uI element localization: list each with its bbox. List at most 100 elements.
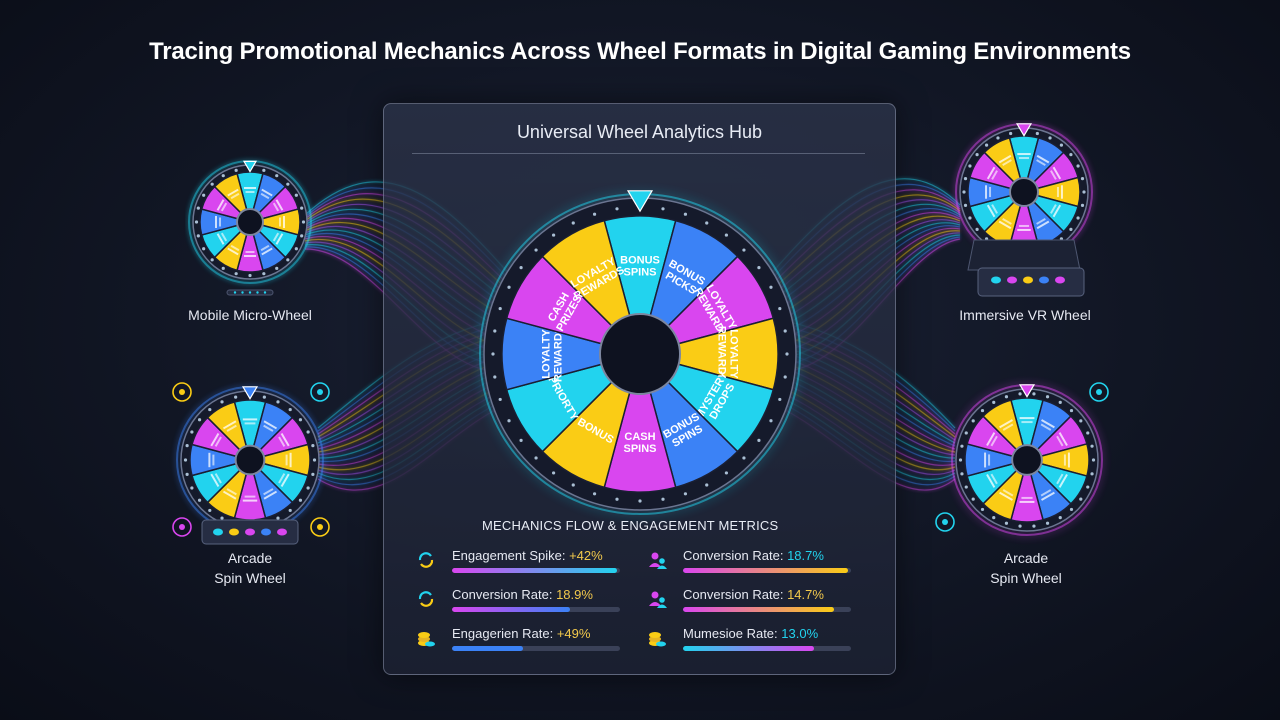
rim-light [1018, 392, 1022, 396]
segment-text-mark [216, 233, 225, 245]
console-button [1007, 276, 1017, 284]
rim-light [491, 352, 495, 356]
rim-light [298, 498, 303, 502]
rim-light [980, 408, 985, 413]
metric-label: Conversion Rate: [683, 587, 784, 602]
segment-text-mark [1036, 218, 1046, 225]
segment-text-mark [210, 473, 220, 488]
rim-light [234, 272, 238, 276]
wheel-pointer-icon [626, 190, 654, 213]
segment-text-mark [260, 192, 270, 200]
segment-text-mark [263, 424, 274, 432]
segment-text-mark [1052, 166, 1062, 180]
rim-light [1086, 431, 1090, 435]
rim-light [311, 472, 315, 476]
metric-progress-bar [683, 646, 851, 651]
rim-light [996, 136, 1000, 140]
rim-light [980, 507, 985, 512]
segment-text-mark [242, 418, 258, 421]
rim-light [571, 483, 575, 487]
segment-text-mark [1056, 435, 1064, 447]
rim-light [963, 203, 968, 207]
base-light [256, 291, 259, 294]
console-button [1023, 276, 1033, 284]
rim-light [294, 247, 298, 251]
rim-light [742, 248, 746, 252]
coin-icon [935, 512, 955, 532]
segment-text-mark [272, 202, 280, 212]
segment-text-mark [261, 188, 273, 197]
arcade-left-label: Arcade Spin Wheel [160, 548, 340, 588]
base-light [248, 291, 252, 294]
console-button [245, 528, 255, 536]
segment-text-mark [278, 473, 286, 484]
mobile-micro-wheel[interactable] [185, 150, 315, 300]
segment-text-mark [210, 432, 220, 447]
wheel-pointer-icon [242, 160, 258, 173]
coins-icon [647, 628, 667, 648]
segment-text-mark [1002, 423, 1014, 431]
segment-text-mark [222, 420, 237, 430]
rim-light [288, 407, 292, 412]
rim-light [1069, 507, 1074, 512]
rim-light [234, 168, 238, 172]
arcade-spin-wheel-left[interactable] [160, 370, 340, 550]
rim-light [960, 444, 964, 448]
refresh-icon [416, 589, 436, 609]
rim-light [769, 285, 773, 289]
rim-light [984, 143, 989, 147]
rim-light [1082, 190, 1086, 194]
rim-light [724, 471, 729, 475]
segment-text-mark [279, 217, 281, 227]
segment-text-mark [212, 454, 215, 466]
immersive-vr-wheel[interactable] [944, 120, 1104, 300]
segment-text-mark [1021, 421, 1033, 424]
segment-text-mark [1017, 153, 1031, 156]
segment-text-mark [227, 247, 239, 256]
hub-divider [412, 153, 865, 154]
rim-light [194, 220, 199, 224]
segment-text-mark [261, 247, 273, 256]
rim-light [286, 182, 290, 186]
rim-light [661, 497, 665, 501]
segment-text-mark [244, 255, 256, 257]
cycle-icon-dot [179, 524, 185, 530]
arcade-spin-wheel-right[interactable] [935, 370, 1115, 560]
rim-light [592, 492, 597, 496]
metric-label: Conversion Rate: [452, 587, 553, 602]
rim-light [992, 400, 996, 405]
metric-progress-fill [452, 607, 570, 612]
metric-progress-fill [683, 646, 815, 651]
segment-text-mark [1058, 474, 1068, 488]
rim-light [197, 418, 202, 422]
page-title: Tracing Promotional Mechanics Across Whe… [149, 38, 1131, 65]
segment-text-mark [263, 490, 278, 500]
rim-light [975, 227, 979, 232]
metric-progress-fill [683, 568, 848, 573]
segment-text-mark [227, 188, 239, 197]
segment-text-mark [1056, 186, 1059, 198]
console-button [991, 276, 1001, 284]
rim-light [197, 498, 202, 502]
rim-light [551, 471, 556, 475]
rim-light [534, 248, 538, 252]
rim-light [958, 458, 963, 462]
segment-text-mark [222, 490, 237, 500]
rim-light [964, 431, 968, 435]
rim-light [534, 456, 538, 460]
rim-light [1059, 143, 1064, 147]
rim-light [1009, 131, 1013, 136]
metric-progress-bar [683, 607, 851, 612]
metric-label: Conversion Rate: [683, 548, 784, 563]
metric-item: Conversion Rate: 14.7% [647, 587, 851, 617]
metric-item: Conversion Rate: 18.7% [647, 548, 851, 578]
mobile-wheel-label: Mobile Micro-Wheel [188, 307, 312, 323]
segment-text-mark [230, 244, 240, 252]
rim-light [571, 221, 575, 225]
wheel-hub [234, 444, 266, 476]
rim-light [962, 190, 966, 194]
segment-text-mark [1052, 204, 1062, 218]
console-button [1055, 276, 1065, 284]
